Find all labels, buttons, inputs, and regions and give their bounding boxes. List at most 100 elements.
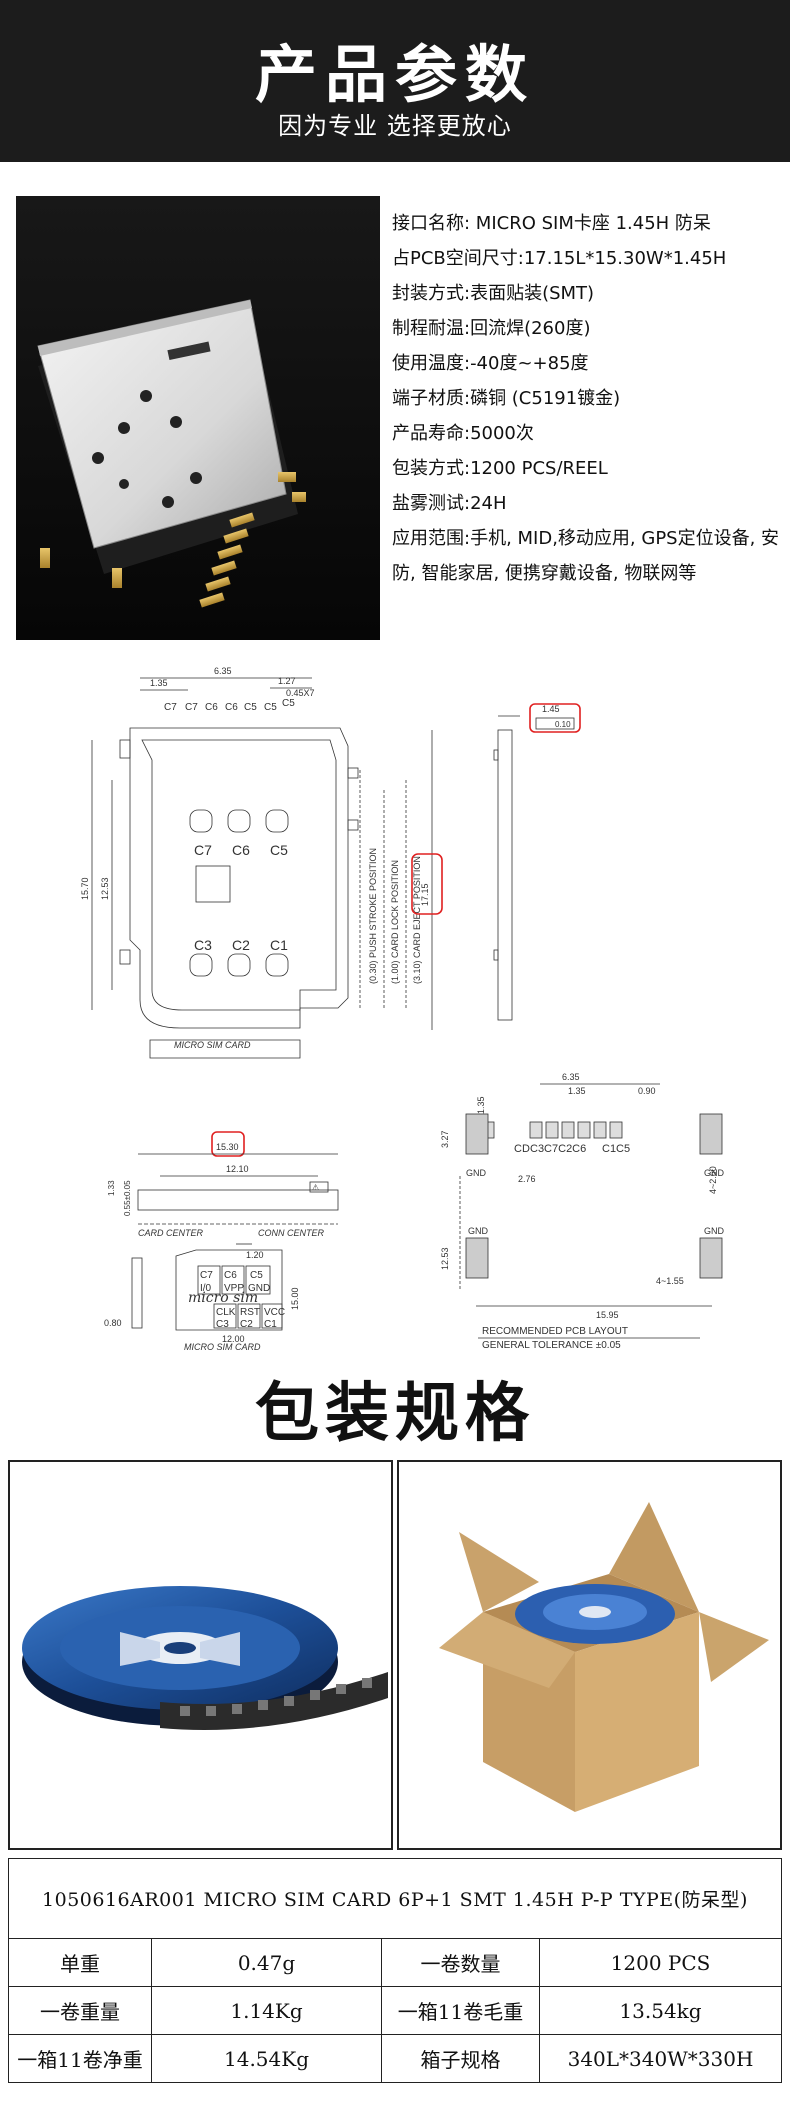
dim-label: 15.00 (290, 1287, 300, 1310)
position-label: (0.30) PUSH STROKE POSITION (368, 848, 378, 984)
dim-label: 12.53 (440, 1247, 450, 1270)
svg-text:C5: C5 (282, 698, 295, 709)
dim-label: 4~2.60 (708, 1166, 718, 1194)
table-row: 一卷重量 1.14Kg 一箱11卷毛重 13.54kg (8, 1986, 782, 2035)
svg-text:C1C5: C1C5 (602, 1143, 630, 1155)
table-title: 1050616AR001 MICRO SIM CARD 6P+1 SMT 1.4… (8, 1858, 782, 1939)
center-label: CONN CENTER (258, 1228, 325, 1238)
spec-list: 接口名称: MICRO SIM卡座 1.45H 防呆 占PCB空间尺寸:17.1… (392, 206, 782, 591)
page-header: 产品参数 因为专业 选择更放心 (0, 0, 790, 162)
dim-label: 1.33 (107, 1180, 116, 1196)
dim-label: 1.27 (278, 676, 296, 686)
position-label: (3.10) CARD EJECT POSITION (412, 856, 422, 984)
table-row: 一箱11卷净重 14.54Kg 箱子规格 340L*340W*330H (8, 2034, 782, 2083)
contact-label: C5 (270, 842, 288, 858)
pcb-layout: 6.35 1.35 0.90 1.35 3.27 2.76 4~2.60 12.… (440, 1072, 725, 1351)
contact-label: C2 (232, 937, 250, 953)
dim-label: 0.55±0.05 (123, 1180, 132, 1216)
dim-label: 0.45X7 (286, 688, 315, 698)
dim-label: 1.35 (150, 678, 168, 688)
dim-label: 12.10 (226, 1164, 249, 1174)
spec-item: 包装方式:1200 PCS/REEL (392, 458, 608, 479)
front-view: 15.30 12.10 ⚠ 1.33 0.55±0.05 CARD CENTER… (107, 1131, 339, 1260)
layout-title: RECOMMENDED PCB LAYOUT (482, 1326, 628, 1337)
table-cell: 14.54Kg (151, 2034, 382, 2083)
svg-text:C5: C5 (250, 1270, 263, 1281)
tolerance-note: GENERAL TOLERANCE ±0.05 (482, 1340, 621, 1350)
svg-text:CD: CD (514, 1143, 530, 1155)
svg-text:C5: C5 (264, 702, 277, 713)
spec-item: 封装方式:表面贴装(SMT) (392, 283, 595, 304)
table-cell: 箱子规格 (381, 2034, 540, 2083)
dim-label: 6.35 (214, 666, 232, 676)
contact-label: C7 (194, 842, 212, 858)
svg-text:C3C7C2C6: C3C7C2C6 (530, 1143, 586, 1155)
spec-item: 制程耐温:回流焊(260度) (392, 318, 591, 339)
product-photo (16, 196, 380, 640)
svg-text:VCC: VCC (264, 1307, 285, 1318)
dim-label: 17.15 (420, 883, 430, 906)
spec-item: 应用范围:手机, MID,移动应用, GPS定位设备, 安防, 智能家居, 便携… (392, 528, 780, 584)
svg-text:RST: RST (240, 1307, 260, 1318)
reel-photo (8, 1460, 393, 1850)
dim-label: 3.27 (440, 1130, 450, 1148)
center-label: CARD CENTER (138, 1228, 204, 1238)
table-cell: 0.47g (151, 1938, 382, 1987)
gnd-label: GND (466, 1168, 487, 1178)
svg-text:C2: C2 (240, 1319, 253, 1330)
dim-label: 0.10 (555, 720, 571, 729)
spec-item: 使用温度:-40度~+85度 (392, 353, 589, 374)
table-cell: 一卷重量 (8, 1986, 152, 2035)
dim-label: 12.00 (222, 1334, 245, 1344)
spec-item: 盐雾测试:24H (392, 493, 507, 514)
table-cell: 340L*340W*330H (539, 2034, 782, 2083)
carton-photo (397, 1460, 782, 1850)
table-cell: 13.54kg (539, 1986, 782, 2035)
table-title-row: 1050616AR001 MICRO SIM CARD 6P+1 SMT 1.4… (8, 1858, 782, 1939)
table-cell: 一卷数量 (381, 1938, 540, 1987)
svg-text:C7: C7 (200, 1270, 213, 1281)
side-view: 1.45 0.10 (493, 703, 581, 1021)
svg-text:VPP: VPP (224, 1283, 244, 1294)
svg-text:C6: C6 (205, 702, 218, 713)
dim-label: 15.30 (216, 1142, 239, 1152)
gnd-label: GND (468, 1226, 489, 1236)
svg-text:C3: C3 (216, 1319, 229, 1330)
table-cell: 1.14Kg (151, 1986, 382, 2035)
svg-text:GND: GND (248, 1283, 270, 1294)
dim-label: 15.70 (80, 877, 90, 900)
spec-item: 端子材质:磷铜 (C5191镀金) (392, 388, 621, 409)
svg-text:I/0: I/0 (200, 1283, 212, 1294)
dim-label: 0.80 (104, 1318, 122, 1328)
svg-text:C6: C6 (225, 702, 238, 713)
dim-label: 0.90 (638, 1086, 656, 1096)
svg-text:C6: C6 (224, 1270, 237, 1281)
dim-label: 1.35 (568, 1086, 586, 1096)
svg-text:⚠: ⚠ (312, 1183, 319, 1192)
card-label: MICRO SIM CARD (184, 1342, 261, 1350)
contact-label: C1 (270, 937, 288, 953)
table-row: 单重 0.47g 一卷数量 1200 PCS (8, 1938, 782, 1987)
dim-label: 2.76 (518, 1174, 536, 1184)
page-title: 产品参数 (254, 38, 535, 111)
svg-text:CLK: CLK (216, 1307, 236, 1318)
svg-text:C7: C7 (164, 702, 177, 713)
table-cell: 一箱11卷毛重 (381, 1986, 540, 2035)
dim-label: 4~1.55 (656, 1276, 684, 1286)
card-label: MICRO SIM CARD (174, 1040, 251, 1050)
dim-label: 1.45 (542, 704, 560, 714)
gnd-label: GND (704, 1226, 725, 1236)
svg-text:C1: C1 (264, 1319, 277, 1330)
dim-label: 6.35 (562, 1072, 580, 1082)
contact-label: C6 (232, 842, 250, 858)
gnd-label: GND (704, 1168, 725, 1178)
dim-label: 12.53 (100, 877, 110, 900)
table-cell: 一箱11卷净重 (8, 2034, 152, 2083)
dim-label: 1.35 (476, 1096, 486, 1114)
card-text: micro sim (188, 1290, 258, 1306)
table-cell: 单重 (8, 1938, 152, 1987)
table-cell: 1200 PCS (539, 1938, 782, 1987)
